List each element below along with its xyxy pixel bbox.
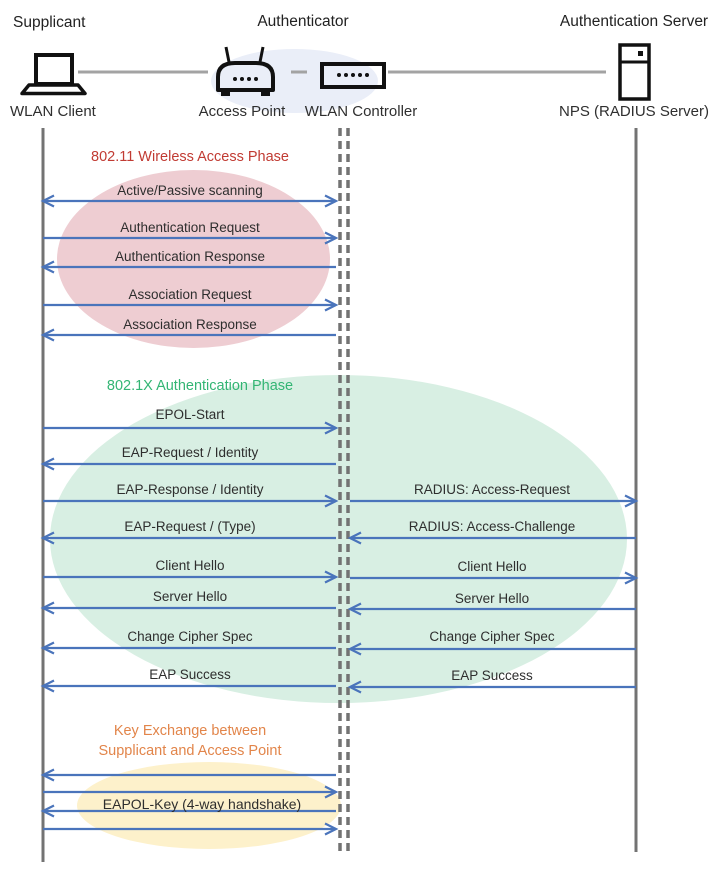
- msg-epol-start: EPOL-Start: [155, 407, 225, 422]
- arrow-active-passive-scanning: [40, 194, 339, 208]
- phase3-title-line2: Supplicant and Access Point: [98, 743, 282, 759]
- msg-eap-request-type: EAP-Request / (Type): [124, 519, 256, 534]
- authenticator-role-label: Authenticator: [257, 13, 349, 30]
- access-point-label: Access Point: [198, 103, 286, 120]
- arrow-server-hello-left: [40, 601, 336, 615]
- wlan-client-label: WLAN Client: [10, 103, 96, 120]
- msg-eap-success-left: EAP Success: [149, 667, 231, 682]
- msg-eapol-key-handshake: EAPOL-Key (4-way handshake): [102, 796, 302, 812]
- msg-eap-response-identity: EAP-Response / Identity: [116, 482, 264, 497]
- arrow-change-cipher-spec-left: [40, 641, 336, 655]
- msg-authentication-request: Authentication Request: [120, 220, 260, 235]
- arrow-eap-success-right: [347, 680, 636, 694]
- authenticator-highlight-ellipse: [211, 49, 378, 113]
- msg-server-hello-left: Server Hello: [152, 589, 228, 604]
- auth-server-role-label: Authentication Server: [559, 13, 709, 30]
- arrow-eapol-key-4: [43, 822, 339, 836]
- msg-client-hello-left: Client Hello: [155, 558, 225, 573]
- arrow-change-cipher-spec-right: [347, 642, 636, 656]
- nps-radius-server-label: NPS (RADIUS Server): [558, 103, 710, 120]
- arrow-eapol-key-2: [43, 785, 339, 799]
- wlan-controller-label: WLAN Controller: [304, 103, 418, 120]
- msg-association-response: Association Response: [123, 317, 257, 332]
- msg-server-hello-right: Server Hello: [454, 591, 530, 606]
- arrow-eap-request-identity: [40, 457, 336, 471]
- msg-active-passive-scanning: Active/Passive scanning: [117, 183, 263, 198]
- arrow-authentication-response: [40, 260, 336, 274]
- arrow-radius-access-request: [350, 494, 639, 508]
- msg-radius-access-request: RADIUS: Access-Request: [413, 482, 571, 497]
- laptop-icon: [20, 53, 87, 96]
- msg-change-cipher-spec-left: Change Cipher Spec: [127, 629, 253, 644]
- arrow-server-hello-right: [347, 602, 636, 616]
- msg-association-request: Association Request: [128, 287, 252, 302]
- phase1-ellipse: [57, 170, 330, 348]
- arrow-eapol-key-1: [40, 768, 336, 782]
- arrow-client-hello-left: [43, 570, 339, 584]
- phase2-title: 802.1X Authentication Phase: [106, 378, 294, 394]
- arrow-eap-request-type: [40, 531, 336, 545]
- arrow-client-hello-right: [350, 571, 639, 585]
- msg-eap-success-right: EAP Success: [451, 668, 533, 683]
- arrow-association-request: [43, 298, 339, 312]
- arrow-eap-response-identity: [43, 494, 339, 508]
- phase3-title-line1: Key Exchange between: [113, 723, 267, 739]
- arrow-association-response: [40, 328, 336, 342]
- arrow-eap-success-left: [40, 679, 336, 693]
- arrow-authentication-request: [43, 231, 339, 245]
- lifelines: [41, 128, 638, 862]
- supplicant-role-label: Supplicant: [13, 14, 86, 31]
- phase1-title: 802.11 Wireless Access Phase: [91, 149, 289, 165]
- arrow-epol-start: [43, 421, 339, 435]
- wlan-controller-icon: [320, 62, 386, 89]
- message-arrows: [40, 194, 639, 836]
- phase3-title: Key Exchange between Supplicant and Acce…: [99, 721, 282, 761]
- server-icon: [618, 43, 651, 101]
- arrow-eapol-key-3: [40, 804, 336, 818]
- msg-authentication-response: Authentication Response: [114, 249, 266, 264]
- access-point-icon: [216, 46, 275, 96]
- arrow-radius-access-challenge: [347, 531, 636, 545]
- msg-client-hello-right: Client Hello: [457, 559, 527, 574]
- msg-radius-access-challenge: RADIUS: Access-Challenge: [408, 519, 576, 534]
- phase3-ellipse: [77, 762, 341, 849]
- msg-change-cipher-spec-right: Change Cipher Spec: [429, 629, 555, 644]
- msg-eap-request-identity: EAP-Request / Identity: [121, 445, 259, 460]
